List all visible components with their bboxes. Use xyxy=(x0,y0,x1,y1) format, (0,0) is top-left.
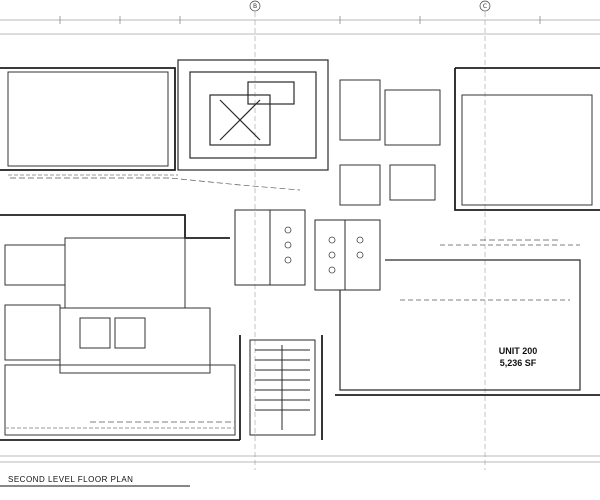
unit-200-space xyxy=(339,244,581,391)
travel-distance-paths xyxy=(10,177,560,423)
plan-title: SECOND LEVEL FLOOR PLAN xyxy=(8,475,133,484)
grid-bubble-b: B xyxy=(249,0,261,12)
corridor-upper-right xyxy=(339,79,593,206)
dimension-strings xyxy=(0,19,600,463)
dimension-ticks xyxy=(59,16,541,24)
stair-lower xyxy=(249,339,316,436)
room-left-middle xyxy=(4,237,211,374)
unit-name-label: UNIT 200 xyxy=(499,346,538,356)
stair-core-top xyxy=(177,59,329,171)
restroom-core xyxy=(234,209,381,291)
grid-bubble-c: C xyxy=(479,0,491,12)
grid-bubble-b-label: B xyxy=(253,3,257,10)
unit-area-label: 5,236 SF xyxy=(500,358,537,368)
room-upper-left xyxy=(7,71,178,176)
restroom-fixtures xyxy=(284,226,364,274)
grid-bubble-c-label: C xyxy=(483,3,487,10)
grid-lines xyxy=(254,12,486,470)
exterior-walls xyxy=(0,67,600,441)
room-lower-left xyxy=(4,364,236,436)
